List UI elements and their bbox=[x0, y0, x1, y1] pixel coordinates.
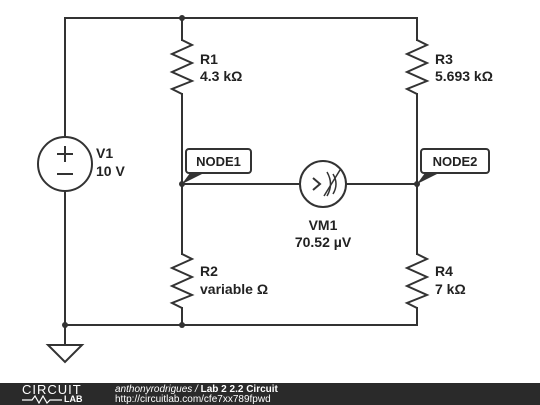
junction-bottom-left bbox=[179, 322, 185, 328]
credit-separator: / bbox=[192, 384, 201, 395]
node1-label: NODE1 bbox=[196, 154, 241, 169]
r3-value: 5.693 kΩ bbox=[435, 68, 493, 84]
r2-name: R2 bbox=[200, 263, 218, 279]
footer-bar: CIRCUIT LAB anthonyrodrigues / Lab 2 2.2… bbox=[0, 383, 540, 405]
logo-text-lab: LAB bbox=[64, 394, 83, 404]
resistor-r4 bbox=[404, 253, 430, 309]
v1-value: 10 V bbox=[96, 163, 125, 179]
vm1-name: VM1 bbox=[309, 217, 338, 233]
resistor-r2 bbox=[169, 253, 195, 309]
r3-name: R3 bbox=[435, 51, 453, 67]
junction-ground bbox=[62, 322, 68, 328]
voltage-source-v1 bbox=[37, 136, 93, 192]
r1-value: 4.3 kΩ bbox=[200, 68, 242, 84]
logo-resistor-icon bbox=[22, 395, 62, 404]
node2-label: NODE2 bbox=[433, 154, 478, 169]
voltmeter-vm1 bbox=[299, 160, 347, 208]
resistor-r1 bbox=[169, 39, 195, 95]
resistor-r3 bbox=[404, 39, 430, 95]
credit-author-title: anthonyrodrigues / Lab 2 2.2 Circuit bbox=[115, 384, 278, 395]
r4-value: 7 kΩ bbox=[435, 281, 466, 297]
circuit-title: Lab 2 2.2 Circuit bbox=[200, 384, 278, 395]
r4-name: R4 bbox=[435, 263, 453, 279]
circuit-schematic: V1 10 V R1 4.3 kΩ R2 variable Ω R3 5.693… bbox=[37, 15, 493, 364]
author-link[interactable]: anthonyrodrigues bbox=[115, 384, 193, 395]
r1-name: R1 bbox=[200, 51, 218, 67]
v1-name: V1 bbox=[96, 145, 113, 161]
junction-top-left bbox=[179, 15, 185, 21]
r2-value: variable Ω bbox=[200, 281, 268, 297]
circuitlab-logo[interactable]: CIRCUIT LAB bbox=[2, 383, 110, 405]
circuit-url[interactable]: http://circuitlab.com/cfe7xx789fpwd bbox=[115, 394, 271, 405]
node1-label-tag: NODE1 bbox=[182, 148, 252, 184]
logo-text-circuit: CIRCUIT bbox=[22, 382, 82, 397]
node2-label-tag: NODE2 bbox=[417, 148, 490, 184]
vm1-value: 70.52 µV bbox=[295, 234, 352, 250]
ground-symbol bbox=[45, 344, 85, 364]
